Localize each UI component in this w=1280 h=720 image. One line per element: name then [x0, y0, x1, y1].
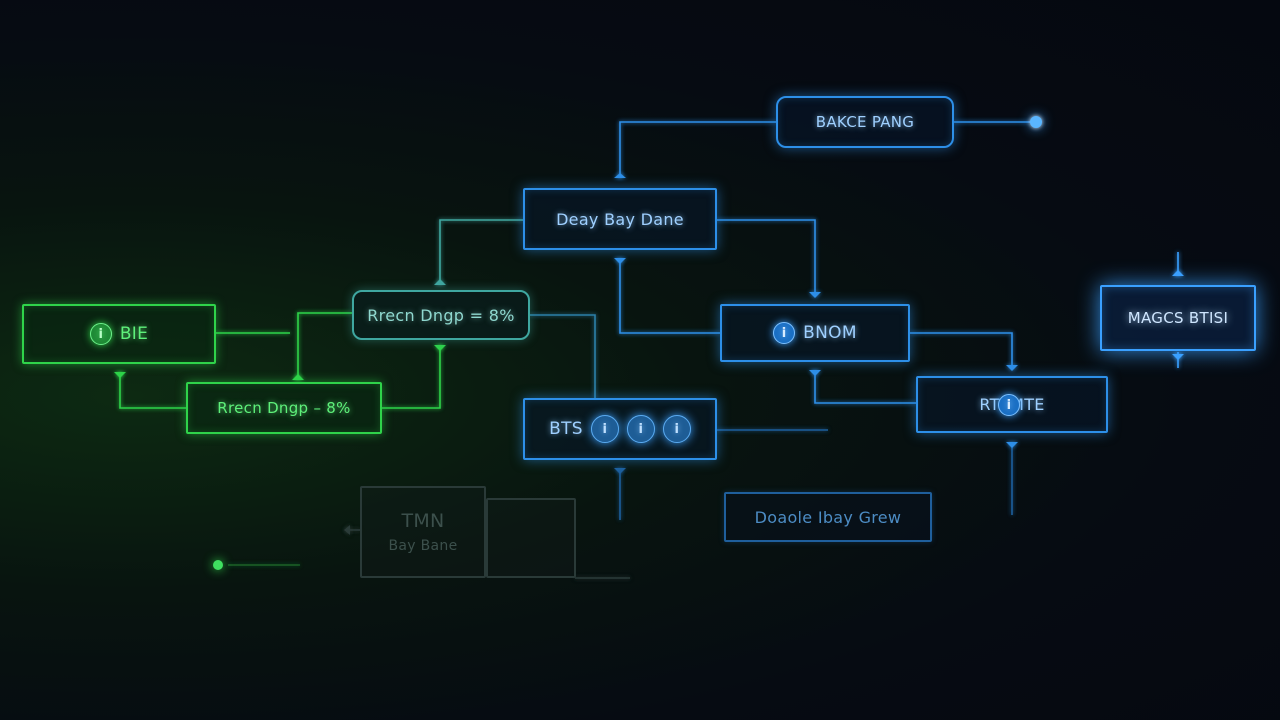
connector-line: [716, 219, 816, 292]
info-icon: i: [590, 415, 619, 443]
arrow-marker: [344, 525, 350, 535]
arrow-marker: [614, 173, 626, 178]
arrow-marker: [809, 370, 821, 376]
arrow-marker: [1006, 365, 1018, 371]
node-label: BNOM: [803, 323, 857, 343]
node-blue-lower[interactable]: RTSMTE i: [916, 376, 1108, 433]
node-faint-side: [486, 498, 576, 578]
arrow-marker: [614, 258, 626, 264]
arrow-marker: [114, 372, 126, 378]
info-icon: i: [998, 394, 1020, 416]
arrow-marker: [434, 279, 446, 285]
arrow-marker: [1006, 442, 1018, 448]
connector-line: [619, 260, 720, 334]
info-icon: i: [662, 415, 691, 443]
node-label: MAGCS BTISI: [1127, 309, 1229, 327]
node-bts[interactable]: BTS i i i: [523, 398, 717, 460]
node-recap-green[interactable]: Rrecn Dngp – 8%: [186, 382, 382, 434]
node-label: BAKCE PANG: [815, 113, 915, 131]
arrow-marker: [1172, 270, 1184, 276]
node-faint[interactable]: TMN Bay Bane: [360, 486, 486, 578]
node-blue-mid[interactable]: i BNOM: [720, 304, 910, 362]
node-bottom-blue[interactable]: Doaole Ibay Grew: [724, 492, 932, 542]
node-label: Rrecn Dngp = 8%: [367, 305, 515, 325]
node-right-glow[interactable]: MAGCS BTISI: [1100, 285, 1256, 351]
connector-line: [382, 345, 441, 409]
info-icon: i: [773, 322, 796, 344]
arrow-marker: [614, 468, 626, 474]
info-icon: i: [626, 415, 655, 443]
connector-line: [619, 121, 776, 178]
node-label: BIE: [119, 324, 149, 344]
node-label: Deay Bay Dane: [556, 209, 684, 229]
connector-line: [297, 312, 352, 380]
node-top-right[interactable]: BAKCE PANG: [776, 96, 954, 148]
connector-line: [439, 219, 523, 280]
connector-line: [814, 372, 916, 404]
info-icon: i: [89, 323, 112, 345]
arrow-marker: [292, 374, 304, 380]
node-recap-top[interactable]: Rrecn Dngp = 8%: [352, 290, 530, 340]
endpoint-dot: [1030, 116, 1042, 128]
connector-line: [910, 332, 1013, 365]
arrow-marker: [1172, 354, 1184, 360]
connector-line: [119, 372, 186, 409]
connector-line: [530, 314, 596, 398]
node-left-green[interactable]: i BIE: [22, 304, 216, 364]
endpoint-dot: [213, 560, 223, 570]
node-label-top: TMN: [401, 510, 445, 532]
node-label: BTS: [549, 419, 583, 439]
node-center-top[interactable]: Deay Bay Dane: [523, 188, 717, 250]
arrow-marker: [434, 345, 446, 351]
node-label: Doaole Ibay Grew: [754, 507, 902, 527]
node-label-bottom: Bay Bane: [388, 538, 458, 554]
node-label: Rrecn Dngp – 8%: [217, 399, 351, 417]
arrow-marker: [809, 292, 821, 298]
